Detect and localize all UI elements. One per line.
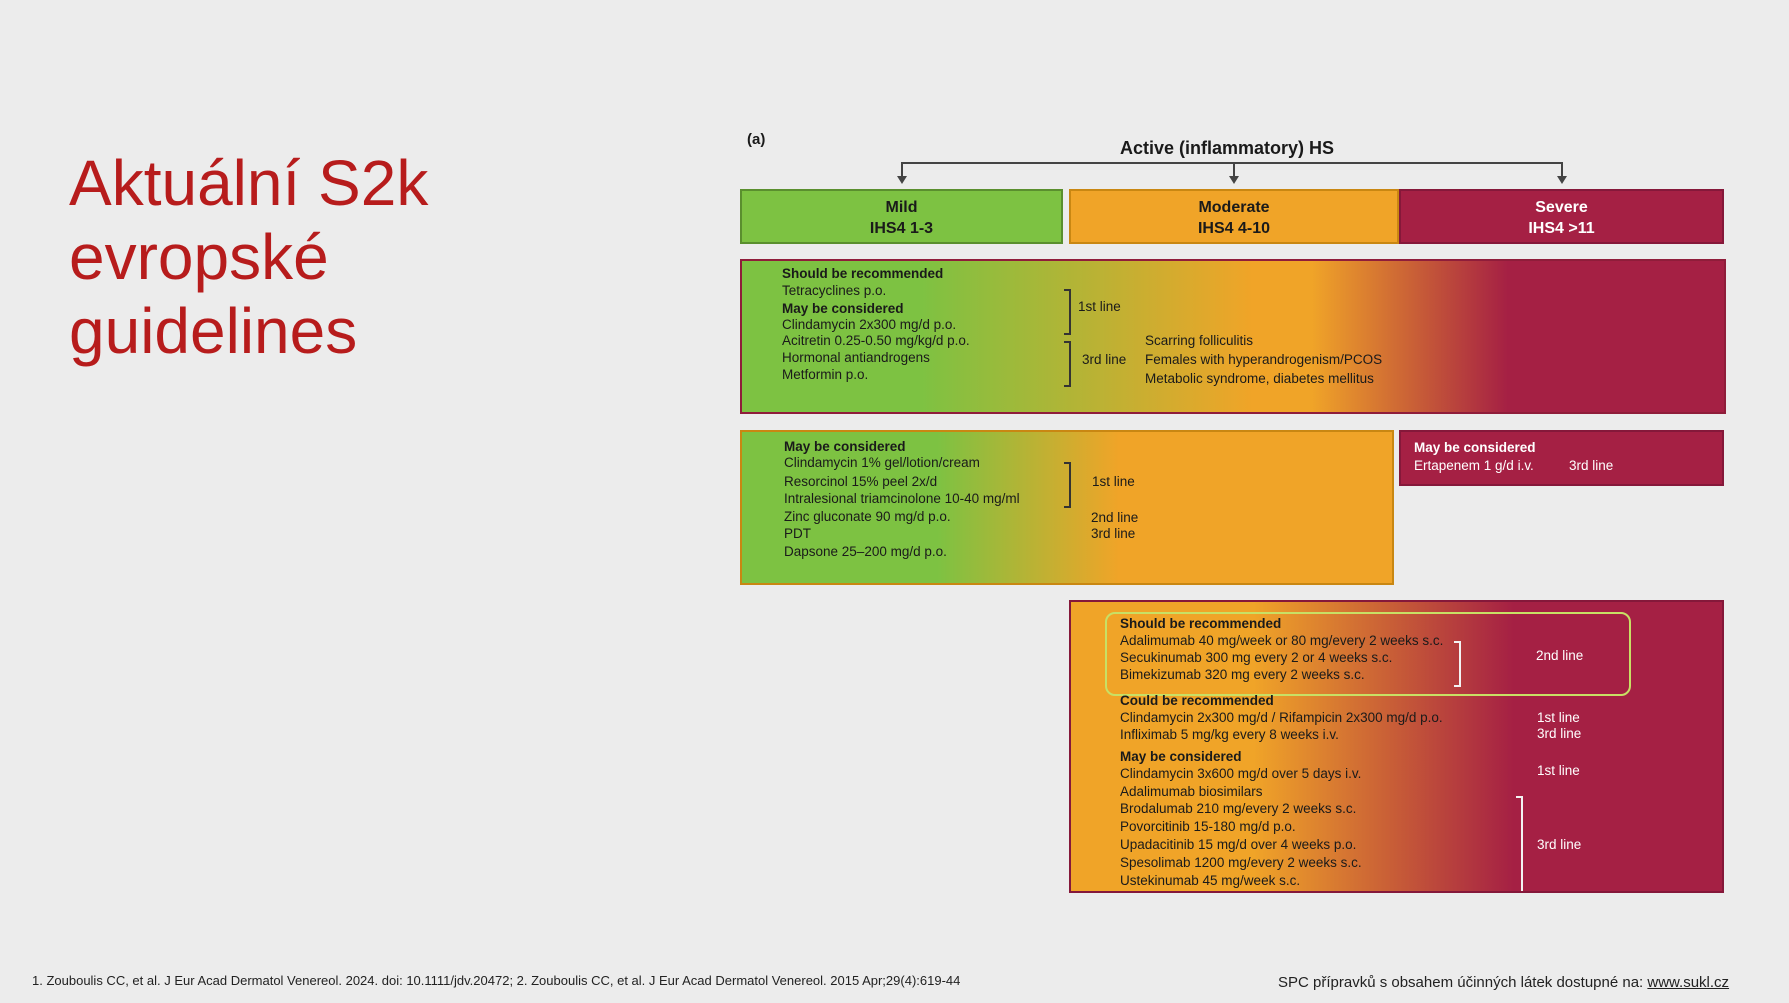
line-label: 3rd line <box>1091 526 1136 541</box>
line-label: 1st line <box>1092 474 1135 489</box>
severity-name: Severe <box>1535 199 1588 216</box>
treatment-item: Dapsone 25–200 mg/d p.o. <box>784 544 947 559</box>
treatment-item: Clindamycin 2x300 mg/d / Rifampicin 2x30… <box>1120 710 1443 725</box>
heading-could-be-recommended: Could be recommended <box>1120 693 1274 708</box>
severity-box-moderate: Moderate IHS4 4-10 <box>1069 189 1399 244</box>
treatment-algorithm-figure: (a) Active (inflammatory) HS Mild IHS4 1… <box>740 128 1726 898</box>
line-label: 3rd line <box>1082 352 1127 367</box>
panel-severe-antibiotic: May be considered Ertapenem 1 g/d i.v. 3… <box>1399 430 1724 486</box>
recommended-highlight-box <box>1105 612 1631 696</box>
treatment-item: Adalimumab biosimilars <box>1120 784 1263 799</box>
severity-score: IHS4 >11 <box>1528 220 1595 237</box>
line-label: 1st line <box>1078 299 1121 314</box>
severity-name: Mild <box>885 199 918 216</box>
line-label: 1st line <box>1537 710 1580 725</box>
heading-should-be-recommended: Should be recommended <box>782 266 944 281</box>
heading-may-be-considered: May be considered <box>782 301 904 316</box>
heading-may-be-considered: May be considered <box>784 439 906 454</box>
treatment-item: Infliximab 5 mg/kg every 8 weeks i.v. <box>1120 727 1339 742</box>
arrow-down-icon <box>1229 176 1239 184</box>
treatment-item: Povorcitinib 15-180 mg/d p.o. <box>1120 819 1296 834</box>
treatment-item: Intralesional triamcinolone 10-40 mg/ml <box>784 491 1020 506</box>
arrow-down-icon <box>1557 176 1567 184</box>
severity-name: Moderate <box>1198 199 1270 216</box>
title-line-2: evropské <box>69 221 329 293</box>
line-bracket <box>1064 341 1071 387</box>
line-label: 2nd line <box>1091 510 1139 525</box>
treatment-item: Metformin p.o. <box>782 367 869 382</box>
indication-note: Scarring folliculitis <box>1145 333 1254 348</box>
figure-title: Active (inflammatory) HS <box>1120 138 1335 158</box>
line-label: 1st line <box>1537 763 1580 778</box>
line-label: 3rd line <box>1537 726 1582 741</box>
line-label: 2nd line <box>1536 648 1584 663</box>
heading-should-be-recommended: Should be recommended <box>1120 616 1282 631</box>
panel-oral-therapies: Should be recommended Tetracyclines p.o.… <box>740 259 1726 414</box>
treatment-item: Tetracyclines p.o. <box>782 283 887 298</box>
bracket-drop-moderate <box>1233 162 1235 176</box>
sukl-link[interactable]: www.sukl.cz <box>1647 974 1730 991</box>
treatment-item: Clindamycin 2x300 mg/d p.o. <box>782 317 957 332</box>
treatment-item: Upadacitinib 15 mg/d over 4 weeks p.o. <box>1120 837 1357 852</box>
heading-may-be-considered: May be considered <box>1120 749 1242 764</box>
treatment-item: Ustekinumab 45 mg/week s.c. <box>1120 873 1301 888</box>
treatment-item: Hormonal antiandrogens <box>782 350 930 365</box>
treatment-item: Spesolimab 1200 mg/every 2 weeks s.c. <box>1120 855 1362 870</box>
severity-box-severe: Severe IHS4 >11 <box>1399 189 1724 244</box>
line-label: 3rd line <box>1569 458 1614 473</box>
panel-biologics: Should be recommended Adalimumab 40 mg/w… <box>1069 600 1724 893</box>
treatment-item: Ertapenem 1 g/d i.v. <box>1414 458 1534 473</box>
footer-spc-note: SPC přípravků s obsahem účinných látek d… <box>1278 974 1729 991</box>
line-bracket <box>1064 289 1071 335</box>
treatment-item: Acitretin 0.25-0.50 mg/kg/d p.o. <box>782 333 970 348</box>
severity-box-mild: Mild IHS4 1-3 <box>740 189 1063 244</box>
line-bracket <box>1064 462 1071 508</box>
line-bracket <box>1516 796 1523 891</box>
treatment-item: PDT <box>784 526 811 541</box>
title-line-1: Aktuální S2k <box>69 147 429 219</box>
panel-topical-therapies: May be considered Clindamycin 1% gel/lot… <box>740 430 1394 585</box>
treatment-item: Bimekizumab 320 mg every 2 weeks s.c. <box>1120 667 1365 682</box>
indication-note: Metabolic syndrome, diabetes mellitus <box>1145 371 1374 386</box>
line-bracket <box>1454 641 1461 687</box>
treatment-item: Adalimumab 40 mg/week or 80 mg/every 2 w… <box>1120 633 1444 648</box>
bracket-drop-severe <box>1561 162 1563 176</box>
heading-may-be-considered: May be considered <box>1414 440 1536 455</box>
severity-score: IHS4 4-10 <box>1197 220 1271 237</box>
title-bracket-line <box>901 162 1563 164</box>
arrow-down-icon <box>897 176 907 184</box>
spc-text: SPC přípravků s obsahem účinných látek d… <box>1278 974 1648 991</box>
slide-title: Aktuální S2k evropské guidelines <box>69 146 428 368</box>
treatment-item: Clindamycin 1% gel/lotion/cream <box>784 455 980 470</box>
line-label: 3rd line <box>1537 837 1582 852</box>
title-line-3: guidelines <box>69 295 358 367</box>
treatment-item: Zinc gluconate 90 mg/d p.o. <box>784 509 951 524</box>
treatment-item: Resorcinol 15% peel 2x/d <box>784 474 938 489</box>
severity-score: IHS4 1-3 <box>869 220 934 237</box>
treatment-item: Secukinumab 300 mg every 2 or 4 weeks s.… <box>1120 650 1393 665</box>
figure-label: (a) <box>747 131 766 148</box>
footer-references: 1. Zouboulis CC, et al. J Eur Acad Derma… <box>32 973 961 988</box>
indication-note: Females with hyperandrogenism/PCOS <box>1145 352 1383 367</box>
bracket-drop-mild <box>901 162 903 176</box>
treatment-item: Brodalumab 210 mg/every 2 weeks s.c. <box>1120 801 1357 816</box>
treatment-item: Clindamycin 3x600 mg/d over 5 days i.v. <box>1120 766 1362 781</box>
